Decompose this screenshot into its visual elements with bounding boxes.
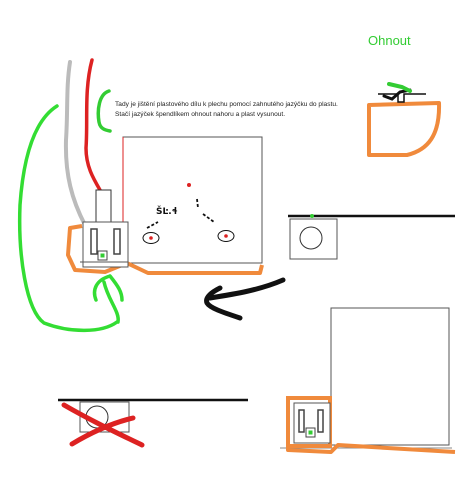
title-ohnout: Ohnout (368, 33, 411, 48)
note-bracket (96, 89, 112, 133)
arrow-black (204, 277, 286, 321)
housing-marking: ŠĿ.ɬ (156, 205, 178, 217)
connector-bottom-right (280, 307, 456, 454)
note-line-2: Stačí jazýček špendlíkem ohnout nahoru a… (115, 111, 285, 118)
cross-out-mark (61, 402, 145, 448)
bent-tab-detail (367, 82, 442, 157)
pin-left-dot (149, 236, 153, 240)
arrow-green (92, 274, 124, 324)
cable-grey (63, 60, 87, 227)
marking-dashes (146, 198, 215, 229)
pin-right-dot (224, 234, 228, 238)
cable-red (84, 58, 102, 192)
pin-dot-top (187, 183, 191, 187)
note-line-1: Tady je jištění plastového dílu k plechu… (115, 101, 338, 108)
connector-left (66, 136, 264, 275)
cable-green (17, 104, 119, 333)
plate-ring-wrong (58, 398, 248, 448)
plate-ring-right (288, 214, 455, 260)
